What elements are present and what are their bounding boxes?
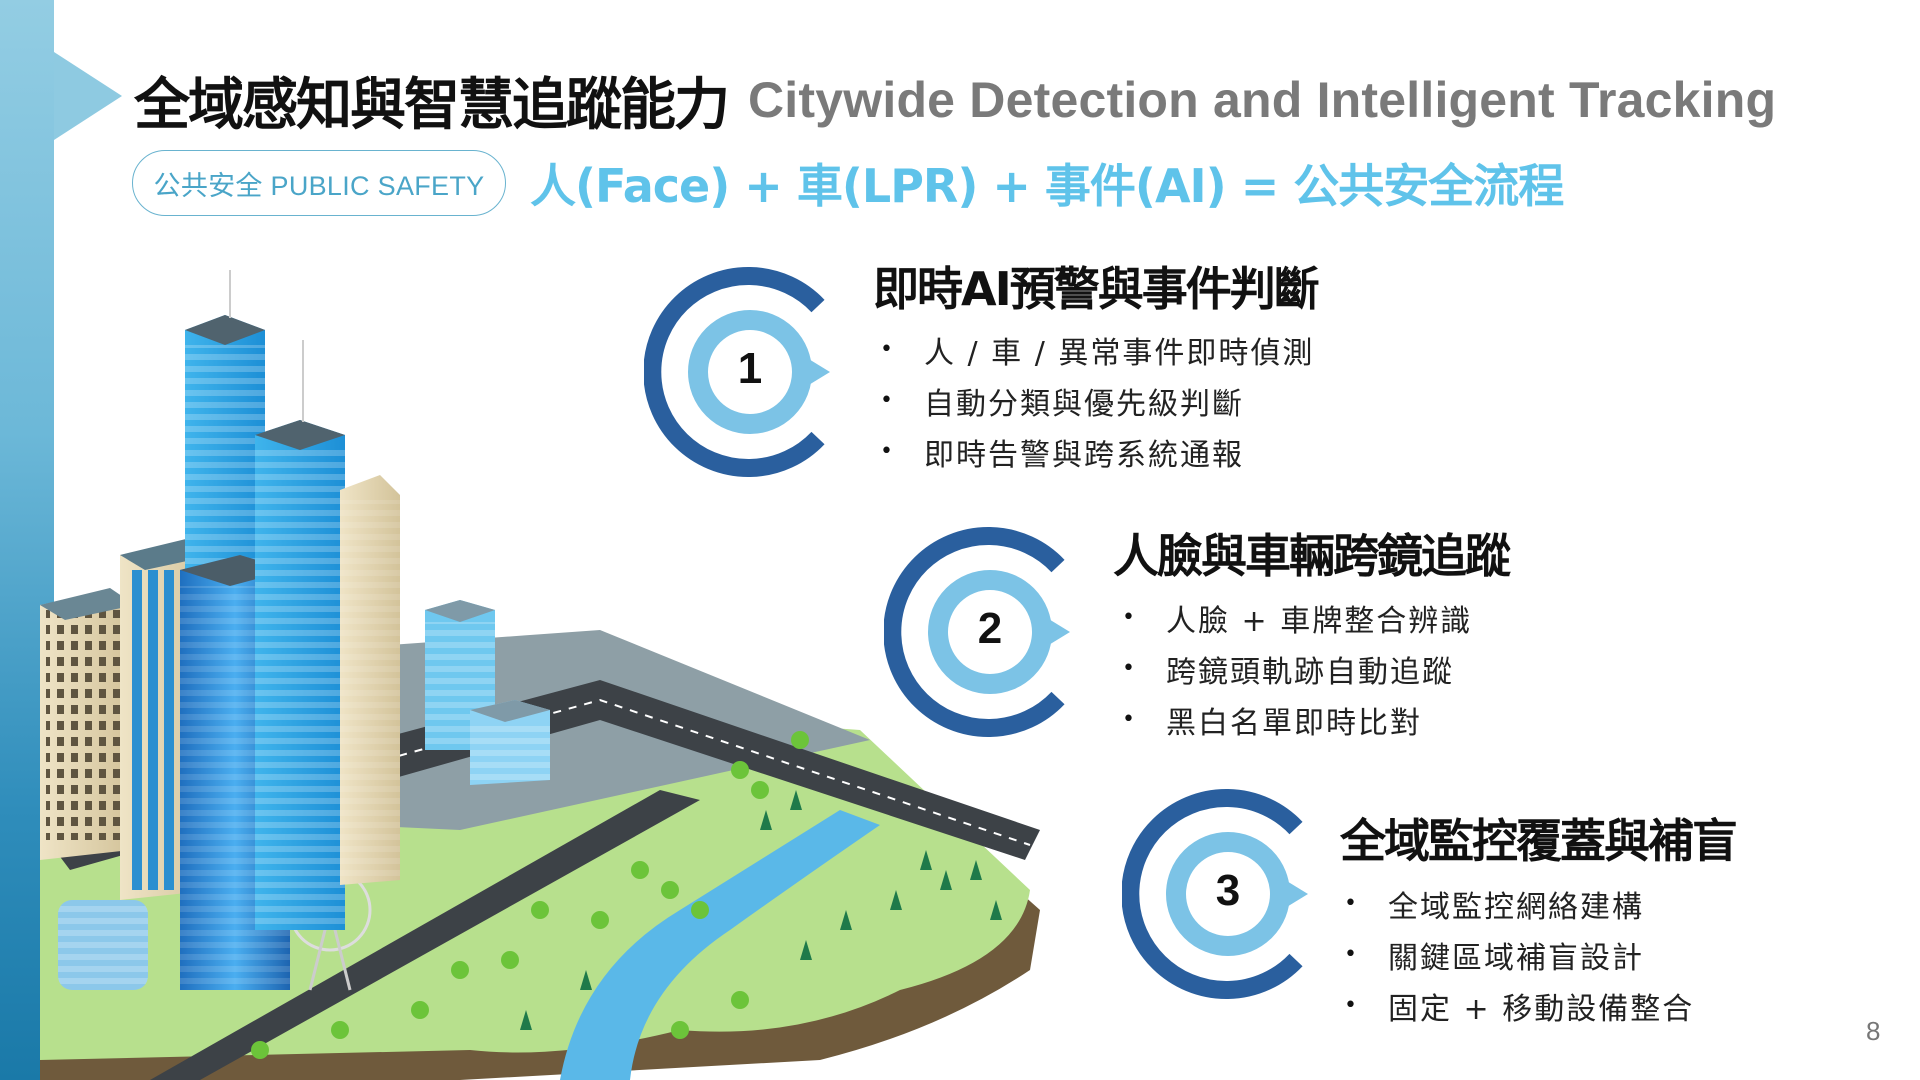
step-number: 1 — [737, 344, 763, 393]
bullet-icon: • — [880, 439, 895, 464]
smart-city-illustration — [40, 270, 1040, 1080]
page-number: 8 — [1866, 1016, 1881, 1046]
list-item: •跨鏡頭軌跡自動追蹤 — [1118, 643, 1472, 694]
bullet-list: •人臉 + 車牌整合辨識 •跨鏡頭軌跡自動追蹤 •黑白名單即時比對 — [1118, 592, 1472, 745]
bullet-list: •人 / 車 / 異常事件即時偵測 •自動分類與優先級判斷 •即時告警與跨系統通… — [876, 324, 1314, 477]
bullet-icon: • — [880, 337, 895, 362]
section-title: 全域監控覆蓋與補盲 — [1340, 814, 1738, 868]
bullet-icon: • — [880, 388, 895, 413]
formula-subtitle: 人(Face) + 車(LPR) + 事件(AI) = 公共安全流程 — [530, 159, 1564, 213]
list-item: •關鍵區域補盲設計 — [1340, 929, 1694, 980]
list-item: •固定 + 移動設備整合 — [1340, 980, 1694, 1031]
bullet-icon: • — [1344, 993, 1359, 1018]
list-item: •人 / 車 / 異常事件即時偵測 — [876, 324, 1314, 375]
bullet-list: •全域監控網絡建構 •關鍵區域補盲設計 •固定 + 移動設備整合 — [1340, 878, 1694, 1031]
numbered-ring-icon — [1122, 789, 1308, 999]
section-title: 人臉與車輛跨鏡追蹤 — [1113, 529, 1511, 583]
step-number: 2 — [977, 604, 1003, 653]
page-title-english: Citywide Detection and Intelligent Track… — [748, 72, 1777, 128]
bullet-icon: • — [1122, 707, 1137, 732]
page-title-chinese: 全域感知與智慧追蹤能力 — [134, 72, 730, 138]
bullet-icon: • — [1122, 605, 1137, 630]
list-item: •全域監控網絡建構 — [1340, 878, 1694, 929]
numbered-ring-icon — [644, 267, 830, 477]
category-badge: 公共安全 PUBLIC SAFETY — [132, 150, 506, 216]
list-item: •黑白名單即時比對 — [1118, 694, 1472, 745]
list-item: •自動分類與優先級判斷 — [876, 375, 1314, 426]
page-title: 全域感知與智慧追蹤能力 Citywide Detection and Intel… — [134, 60, 1776, 140]
step-number: 3 — [1215, 866, 1241, 915]
list-item: •即時告警與跨系統通報 — [876, 426, 1314, 477]
list-item: •人臉 + 車牌整合辨識 — [1118, 592, 1472, 643]
bullet-icon: • — [1344, 942, 1359, 967]
bullet-icon: • — [1122, 656, 1137, 681]
section-title: 即時AI預警與事件判斷 — [873, 262, 1320, 316]
bullet-icon: • — [1344, 891, 1359, 916]
numbered-ring-icon — [884, 527, 1070, 737]
title-arrow-marker — [54, 52, 122, 140]
